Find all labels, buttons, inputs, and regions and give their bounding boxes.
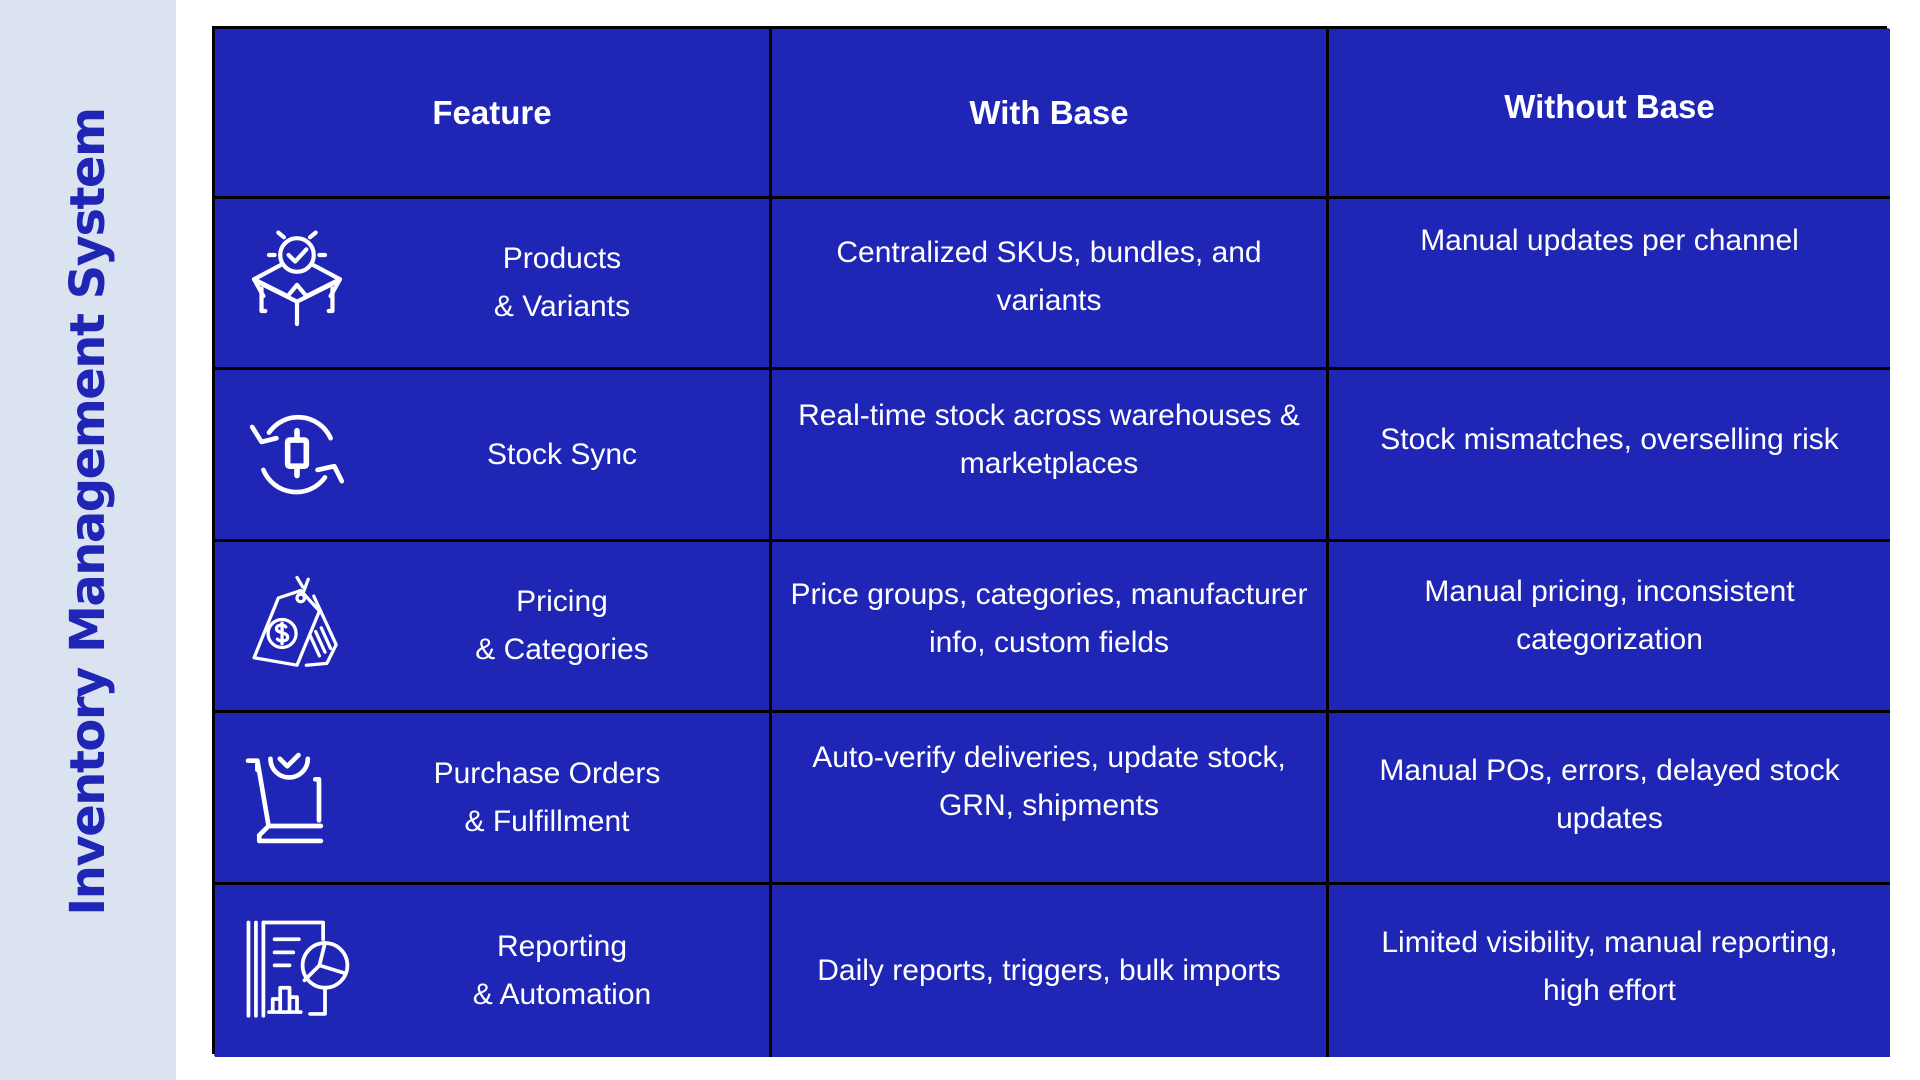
feature-name-line1: Stock Sync (486, 437, 638, 471)
with-base-cell: Auto-verify deliveries, update stock, GR… (772, 713, 1329, 885)
comparison-table: Feature With Base Without Base Products … (212, 26, 1890, 1057)
without-base-text: Stock mismatches, overselling risk (1380, 422, 1839, 456)
feature-label: Stock Sync (355, 431, 769, 479)
feature-label: Pricing & Categories (355, 578, 769, 674)
open-box-check-icon (241, 227, 353, 339)
with-base-text: Daily reports, triggers, bulk imports (817, 954, 1281, 987)
sync-arrows-icon (241, 399, 353, 511)
without-base-cell: Manual pricing, inconsistent categorizat… (1329, 542, 1890, 713)
feature-cell-purchase-orders: Purchase Orders & Fulfillment (215, 713, 772, 885)
feature-cell-pricing: Pricing & Categories (215, 542, 772, 713)
feature-cell-products: Products & Variants (215, 199, 772, 370)
feature-label: Products & Variants (355, 235, 769, 331)
without-base-cell: Stock mismatches, overselling risk (1329, 370, 1890, 542)
feature-label: Purchase Orders & Fulfillment (325, 750, 769, 846)
feature-cell-stock-sync: Stock Sync (215, 370, 772, 542)
header-feature: Feature (215, 29, 772, 199)
header-with-base: With Base (772, 29, 1329, 199)
feature-name-line1: Products (502, 242, 622, 275)
page-title: Inventory Management System (60, 108, 116, 916)
feature-name-line2: & Automation (472, 978, 652, 1011)
feature-name-line1: Pricing (516, 585, 608, 618)
feature-name-line1: Reporting (496, 930, 628, 963)
without-base-text: Limited visibility, manual reporting, hi… (1381, 926, 1838, 1007)
feature-cell-reporting: Reporting & Automation (215, 885, 772, 1057)
feature-name-line2: & Fulfillment (464, 804, 630, 838)
without-base-text: Manual POs, errors, delayed stock update… (1379, 753, 1840, 835)
header-without-base-label: Without Base (1504, 87, 1715, 125)
without-base-cell: Manual updates per channel (1329, 199, 1890, 370)
price-tag-dollar-icon (241, 570, 353, 682)
report-chart-icon (241, 915, 353, 1027)
with-base-cell: Real-time stock across warehouses & mark… (772, 370, 1329, 542)
with-base-cell: Daily reports, triggers, bulk imports (772, 885, 1329, 1057)
feature-name-line1: Purchase Orders (433, 756, 661, 790)
with-base-cell: Centralized SKUs, bundles, and variants (772, 199, 1329, 370)
feature-name-line2: & Categories (475, 633, 649, 666)
with-base-text: Real-time stock across warehouses & mark… (798, 398, 1300, 480)
feature-label: Reporting & Automation (355, 923, 769, 1019)
without-base-cell: Limited visibility, manual reporting, hi… (1329, 885, 1890, 1057)
cart-check-icon (235, 742, 347, 854)
with-base-cell: Price groups, categories, manufacturer i… (772, 542, 1329, 713)
with-base-text: Price groups, categories, manufacturer i… (790, 578, 1308, 659)
without-base-cell: Manual POs, errors, delayed stock update… (1329, 713, 1890, 885)
without-base-text: Manual updates per channel (1420, 224, 1799, 257)
with-base-text: Auto-verify deliveries, update stock, GR… (812, 740, 1286, 822)
header-without-base: Without Base (1329, 29, 1890, 199)
sidebar: Inventory Management System (0, 0, 176, 1080)
with-base-text: Centralized SKUs, bundles, and variants (836, 236, 1262, 317)
without-base-text: Manual pricing, inconsistent categorizat… (1424, 575, 1795, 656)
feature-name-line2: & Variants (493, 290, 631, 323)
